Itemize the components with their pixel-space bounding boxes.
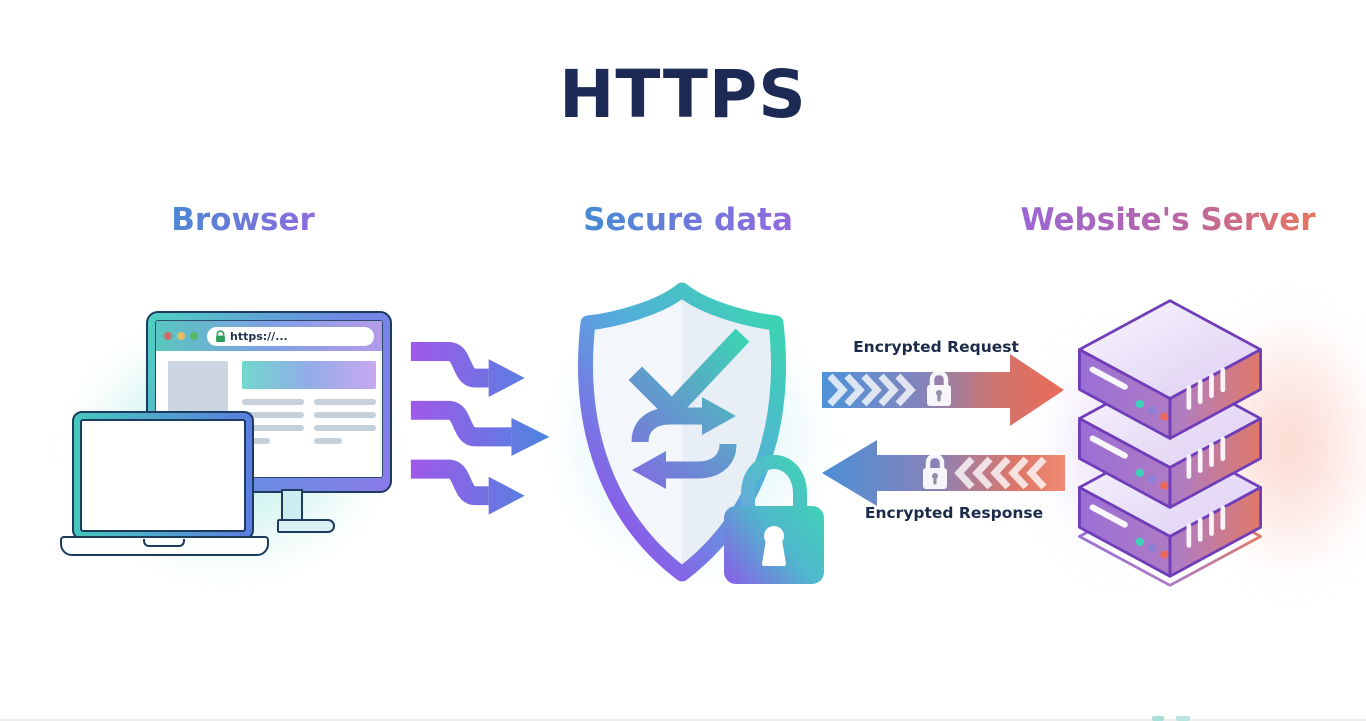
chevrons-left-icon [954,456,1047,490]
encrypted-request-label: Encrypted Request [853,338,1019,356]
chevrons-right-icon [827,373,916,407]
laptop [72,411,254,540]
shield-icon [578,282,824,584]
monitor-stand-foot [277,519,335,533]
watermark-mark [1152,716,1164,721]
sync-arrows-icon [631,397,737,489]
address-text: https://... [230,329,288,343]
browser-window: https://... [155,320,383,478]
window-dot-red [164,332,172,340]
page-title: HTTPS [559,56,807,133]
encrypted-response-arrow [822,440,1065,506]
lock-icon [927,370,951,406]
wavy-arrows-icon [410,342,550,515]
window-dot-green [190,332,198,340]
browser-chrome-bar: https://... [156,321,382,351]
padlock-icon [724,454,824,584]
green-padlock-icon [216,329,225,342]
address-bar: https://... [207,326,374,346]
window-dot-yellow [177,332,185,340]
website-server-label: Website's Server [1018,202,1318,238]
bottom-edge-line [0,719,1366,721]
page-banner [242,361,376,389]
secure-data-label: Secure data [568,202,808,238]
browser-label: Browser [143,202,343,238]
server-stack [1070,297,1270,587]
laptop-screen [80,419,246,532]
encrypted-request-arrow [822,354,1064,426]
laptop-notch [143,539,185,547]
encrypted-response-label: Encrypted Response [864,504,1044,522]
monitor-stand-neck [281,489,303,523]
watermark-mark [1176,716,1190,721]
lock-icon [923,453,947,489]
